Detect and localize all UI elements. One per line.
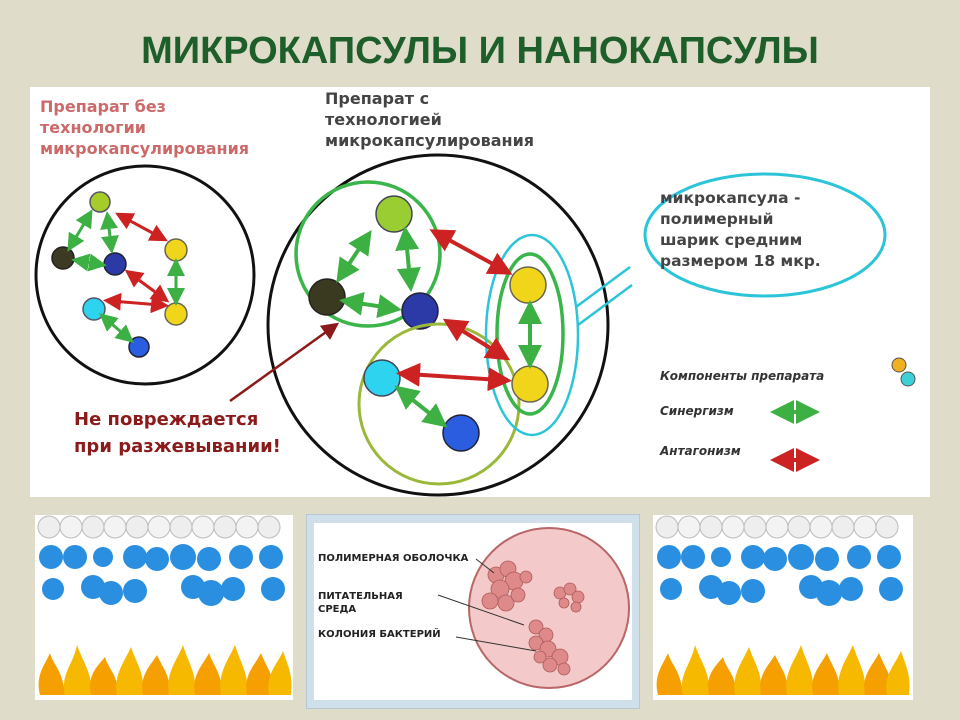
capsules-flame-image-right	[653, 515, 913, 700]
callout-line-1: микрокапсула -	[660, 189, 800, 207]
particle-blue	[442, 414, 480, 452]
particle-yellow	[511, 365, 549, 403]
label-polymer-shell: ПОЛИМЕРНАЯ ОБОЛОЧКА	[318, 553, 469, 564]
microcapsule-2	[357, 322, 521, 486]
right-label-line-2: технологией	[325, 110, 442, 129]
legend-components-icon	[900, 371, 916, 387]
left-label-line-2: технологии	[40, 118, 146, 137]
callout-line-2: полимерный	[660, 210, 773, 228]
label-nutrient-medium-2: СРЕДА	[318, 604, 356, 615]
note-arrow	[229, 322, 340, 403]
right-label-line-1: Препарат с	[325, 89, 429, 108]
white-bead-row	[37, 515, 281, 539]
bacteria-colony	[481, 560, 585, 676]
legend-synergy-label: Синергизм	[660, 404, 734, 418]
flame-icon	[38, 645, 292, 695]
particle-yellow	[164, 302, 188, 326]
note-line-1: Не повреждается	[74, 409, 258, 430]
label-nutrient-medium-1: ПИТАТЕЛЬНАЯ	[318, 591, 403, 602]
label-bacteria-colony: КОЛОНИЯ БАКТЕРИЙ	[318, 627, 441, 640]
petri-dish-diagram: ПОЛИМЕРНАЯ ОБОЛОЧКА ПИТАТЕЛЬНАЯ СРЕДА КО…	[318, 527, 630, 689]
particle-dark	[51, 246, 75, 270]
particle-cyan	[82, 297, 106, 321]
particle-blue	[128, 336, 150, 358]
particle-navy	[103, 252, 127, 276]
right-label-line-3: микрокапсулирования	[325, 131, 534, 150]
petri-dish-inset: ПОЛИМЕРНАЯ ОБОЛОЧКА ПИТАТЕЛЬНАЯ СРЕДА КО…	[306, 514, 640, 709]
legend-antagonism-label: Антагонизм	[659, 444, 741, 458]
main-diagram: Препарат без технологии микрокапсулирова…	[34, 89, 916, 497]
legend-components-label: Компоненты препарата	[660, 369, 824, 383]
callout-bubble	[643, 172, 887, 298]
legend-components-icon	[891, 357, 907, 373]
capsules-flame-image-left	[35, 515, 293, 700]
left-particles	[51, 191, 188, 358]
particle-cyan	[363, 359, 401, 397]
page-title: МИКРОКАПСУЛЫ И НАНОКАПСУЛЫ	[141, 30, 819, 72]
left-label-line-3: микрокапсулирования	[40, 139, 249, 158]
particle-navy	[401, 292, 439, 330]
left-label-line-1: Препарат без	[40, 97, 166, 116]
callout-line-4: размером 18 мкр.	[660, 252, 821, 270]
callout-line-3: шарик средним	[660, 231, 802, 249]
particle-lime	[89, 191, 111, 213]
flame-icon	[656, 645, 910, 695]
white-bead-row	[655, 515, 899, 539]
particle-yellow	[509, 266, 547, 304]
particle-dark	[308, 278, 346, 316]
note-line-2: при разжевывании!	[74, 436, 281, 457]
blue-capsule-cluster	[39, 544, 285, 606]
blue-capsule-cluster	[657, 544, 903, 606]
particle-yellow	[164, 238, 188, 262]
particle-lime	[375, 195, 413, 233]
main-diagram-panel: Препарат без технологии микрокапсулирова…	[30, 87, 930, 497]
